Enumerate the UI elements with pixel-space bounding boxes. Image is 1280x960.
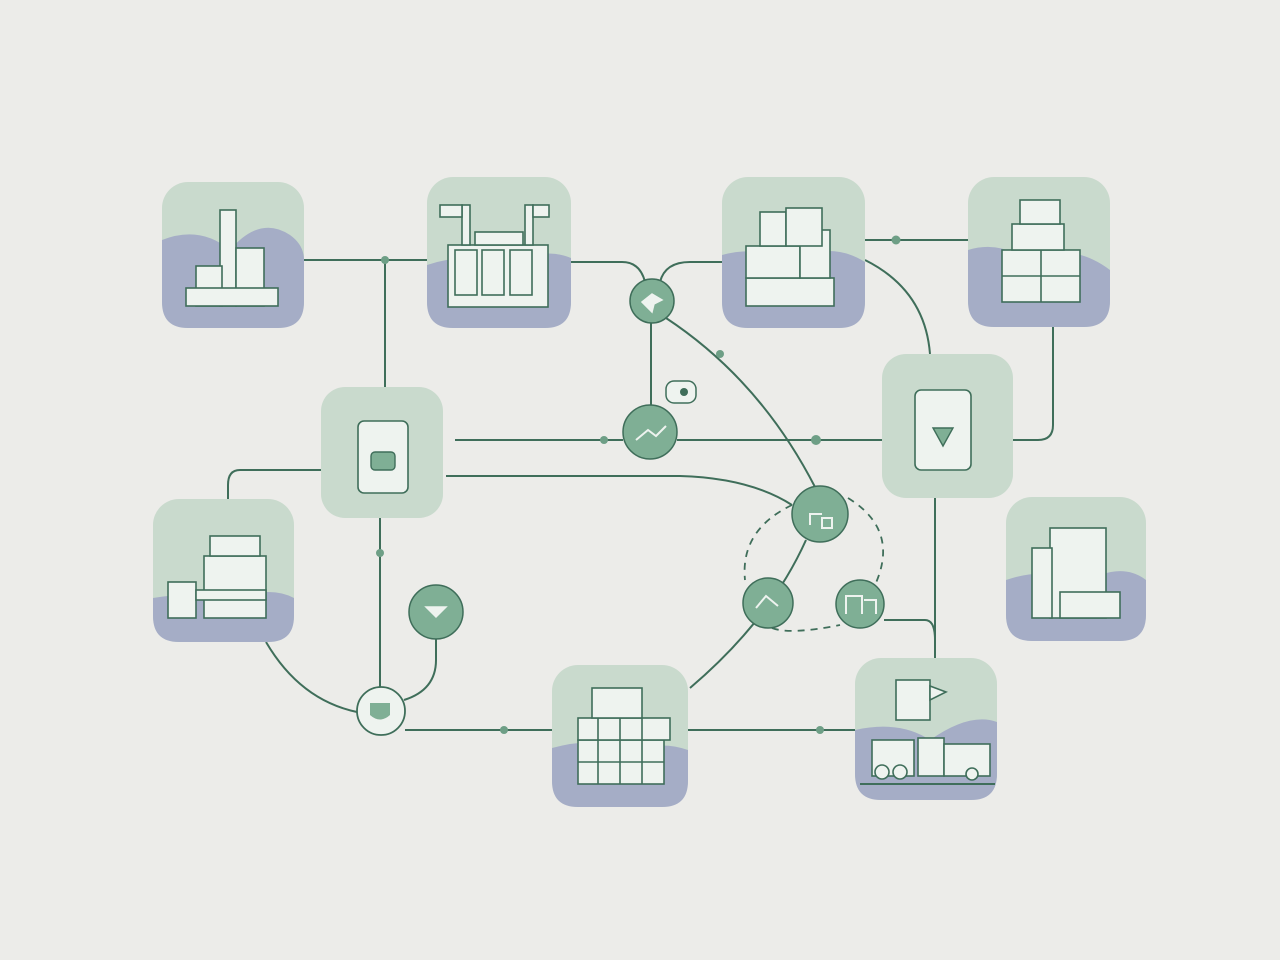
- buildings-icon: [1031, 527, 1121, 619]
- connector: [227, 469, 321, 499]
- transfer-hub[interactable]: [622, 404, 678, 460]
- cycle-hub-left[interactable]: [742, 577, 794, 629]
- cycle-hub-right[interactable]: [835, 579, 885, 629]
- node-pallet-stacks[interactable]: [552, 665, 688, 807]
- node-distribution-center[interactable]: [153, 499, 294, 642]
- junction-dot: [376, 549, 384, 557]
- connector: [446, 475, 793, 506]
- tag-badge[interactable]: [665, 380, 697, 404]
- junction-dot: [600, 436, 608, 444]
- boxes-icon: [1001, 199, 1081, 303]
- connector: [659, 261, 722, 283]
- cycle-hub-top[interactable]: [791, 485, 849, 543]
- junction-dot: [500, 726, 508, 734]
- route-icon: [635, 425, 667, 441]
- warehouse-icon: [167, 535, 267, 619]
- node-factory[interactable]: [162, 182, 304, 328]
- junction-dot: [381, 256, 389, 264]
- connector: [304, 259, 427, 387]
- plant-icon: [439, 204, 550, 308]
- pin-icon: [680, 388, 688, 396]
- pallets-icon: [577, 687, 671, 785]
- connector: [665, 317, 816, 488]
- junction-dot: [816, 726, 824, 734]
- connector: [265, 641, 358, 713]
- warehouse-icon: [745, 207, 835, 307]
- route-icon: [755, 594, 779, 609]
- shield-icon: [370, 703, 390, 720]
- connector: [1013, 327, 1054, 441]
- connector: [864, 259, 931, 355]
- node-warehouse-top[interactable]: [722, 177, 865, 328]
- truck-icon: [860, 679, 995, 785]
- node-processing-plant[interactable]: [427, 177, 571, 328]
- send-hub[interactable]: [408, 584, 464, 640]
- route-hub[interactable]: [629, 278, 675, 324]
- junction-dot: [716, 350, 724, 358]
- box-icon: [809, 513, 833, 529]
- map-pin-icon: [640, 293, 664, 314]
- factory-icon: [185, 209, 279, 307]
- connector: [884, 619, 936, 641]
- node-storage-tank-right[interactable]: [882, 354, 1013, 498]
- connector: [403, 639, 437, 701]
- junction-dot: [811, 435, 821, 445]
- node-city-buildings[interactable]: [1006, 497, 1146, 641]
- connector: [571, 261, 646, 283]
- building-icon: [845, 595, 877, 614]
- node-stacked-boxes[interactable]: [968, 177, 1110, 327]
- node-truck-depot[interactable]: [855, 658, 997, 800]
- shield-hub[interactable]: [356, 686, 406, 736]
- send-icon: [424, 606, 448, 619]
- junction-dot: [891, 235, 901, 245]
- connectors: [227, 235, 1054, 734]
- cycle-dashed-path: [743, 497, 884, 632]
- node-storage-tank-left[interactable]: [321, 387, 443, 518]
- tank-icon: [357, 420, 409, 494]
- tank-icon: [914, 389, 972, 471]
